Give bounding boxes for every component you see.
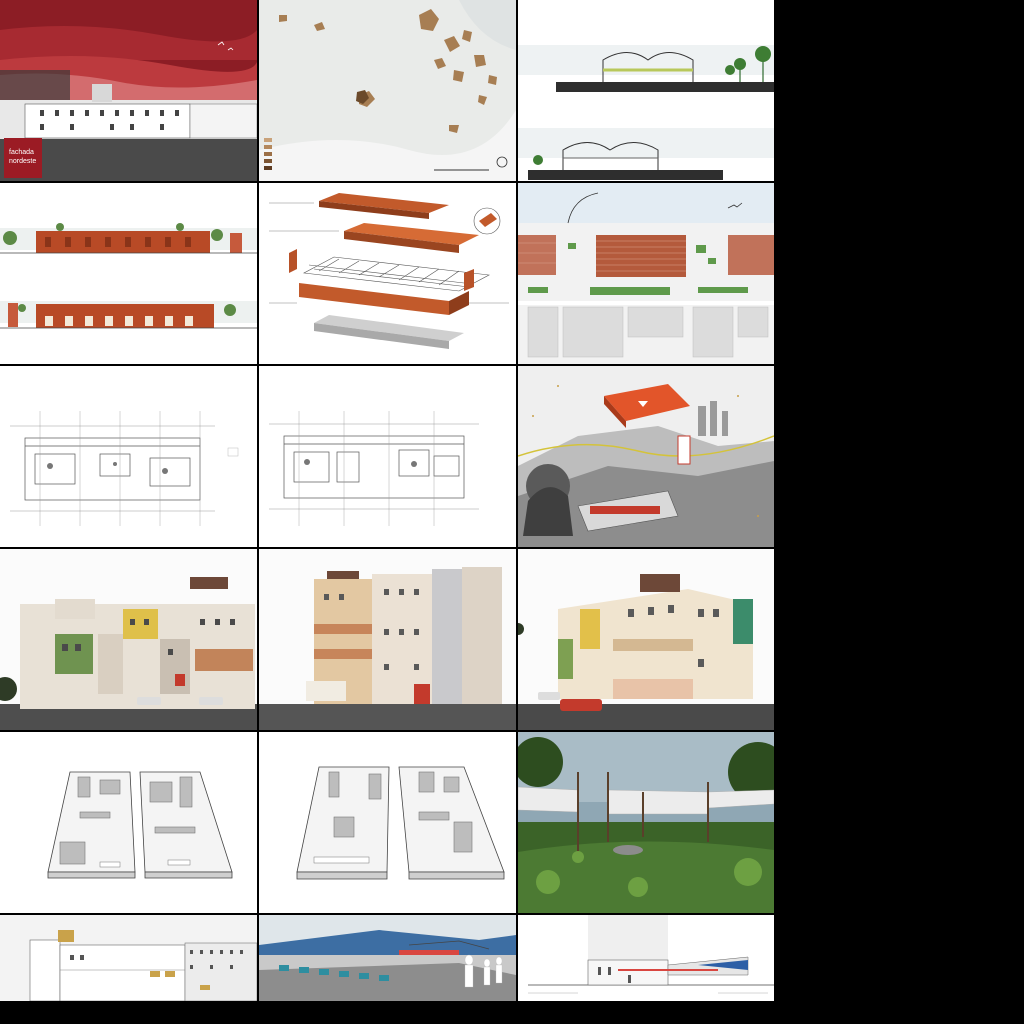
unit-model-image xyxy=(0,732,257,913)
building-render-image xyxy=(0,549,257,730)
section-drawing-image xyxy=(518,915,774,1001)
caption-badge: fachada nordeste xyxy=(4,138,42,178)
image-gallery: fachada nordeste xyxy=(0,0,774,1001)
axonometric-drawing-image xyxy=(259,183,516,364)
gallery-tile-building-section[interactable] xyxy=(0,915,257,1001)
market-render-image xyxy=(259,915,516,1001)
floor-plan-image xyxy=(259,366,516,547)
section-drawing-image xyxy=(518,0,774,181)
facade-elevation-image xyxy=(0,0,257,181)
collage-image xyxy=(518,366,774,547)
gallery-tile-sections[interactable] xyxy=(518,0,774,181)
building-render-image xyxy=(259,549,516,730)
map-image xyxy=(259,0,516,181)
garden-render-image xyxy=(518,732,774,913)
gallery-tile-site-map[interactable] xyxy=(259,0,516,181)
gallery-tile-floor-plan-1[interactable] xyxy=(0,366,257,547)
gallery-tile-building-render-3[interactable] xyxy=(518,549,774,730)
gallery-tile-facade-northeast[interactable]: fachada nordeste xyxy=(0,0,257,181)
gallery-tile-collage[interactable] xyxy=(518,366,774,547)
gallery-tile-section-drawing[interactable] xyxy=(518,915,774,1001)
gallery-tile-garden-render[interactable] xyxy=(518,732,774,913)
gallery-tile-site-plan[interactable] xyxy=(518,183,774,364)
gallery-tile-building-render-1[interactable] xyxy=(0,549,257,730)
building-section-image xyxy=(0,915,257,1001)
building-render-image xyxy=(518,549,774,730)
gallery-tile-building-render-2[interactable] xyxy=(259,549,516,730)
gallery-tile-floor-plan-2[interactable] xyxy=(259,366,516,547)
floor-plan-image xyxy=(0,366,257,547)
gallery-tile-brick-elevations[interactable] xyxy=(0,183,257,364)
unit-model-image xyxy=(259,732,516,913)
caption-line-2: nordeste xyxy=(9,158,37,165)
gallery-tile-market-render[interactable] xyxy=(259,915,516,1001)
gallery-tile-unit-model-1[interactable] xyxy=(0,732,257,913)
site-plan-image xyxy=(518,183,774,364)
gallery-tile-unit-model-2[interactable] xyxy=(259,732,516,913)
gallery-tile-exploded-axonometric[interactable] xyxy=(259,183,516,364)
caption-line-1: fachada xyxy=(9,149,34,156)
elevation-drawing-image xyxy=(0,183,257,364)
